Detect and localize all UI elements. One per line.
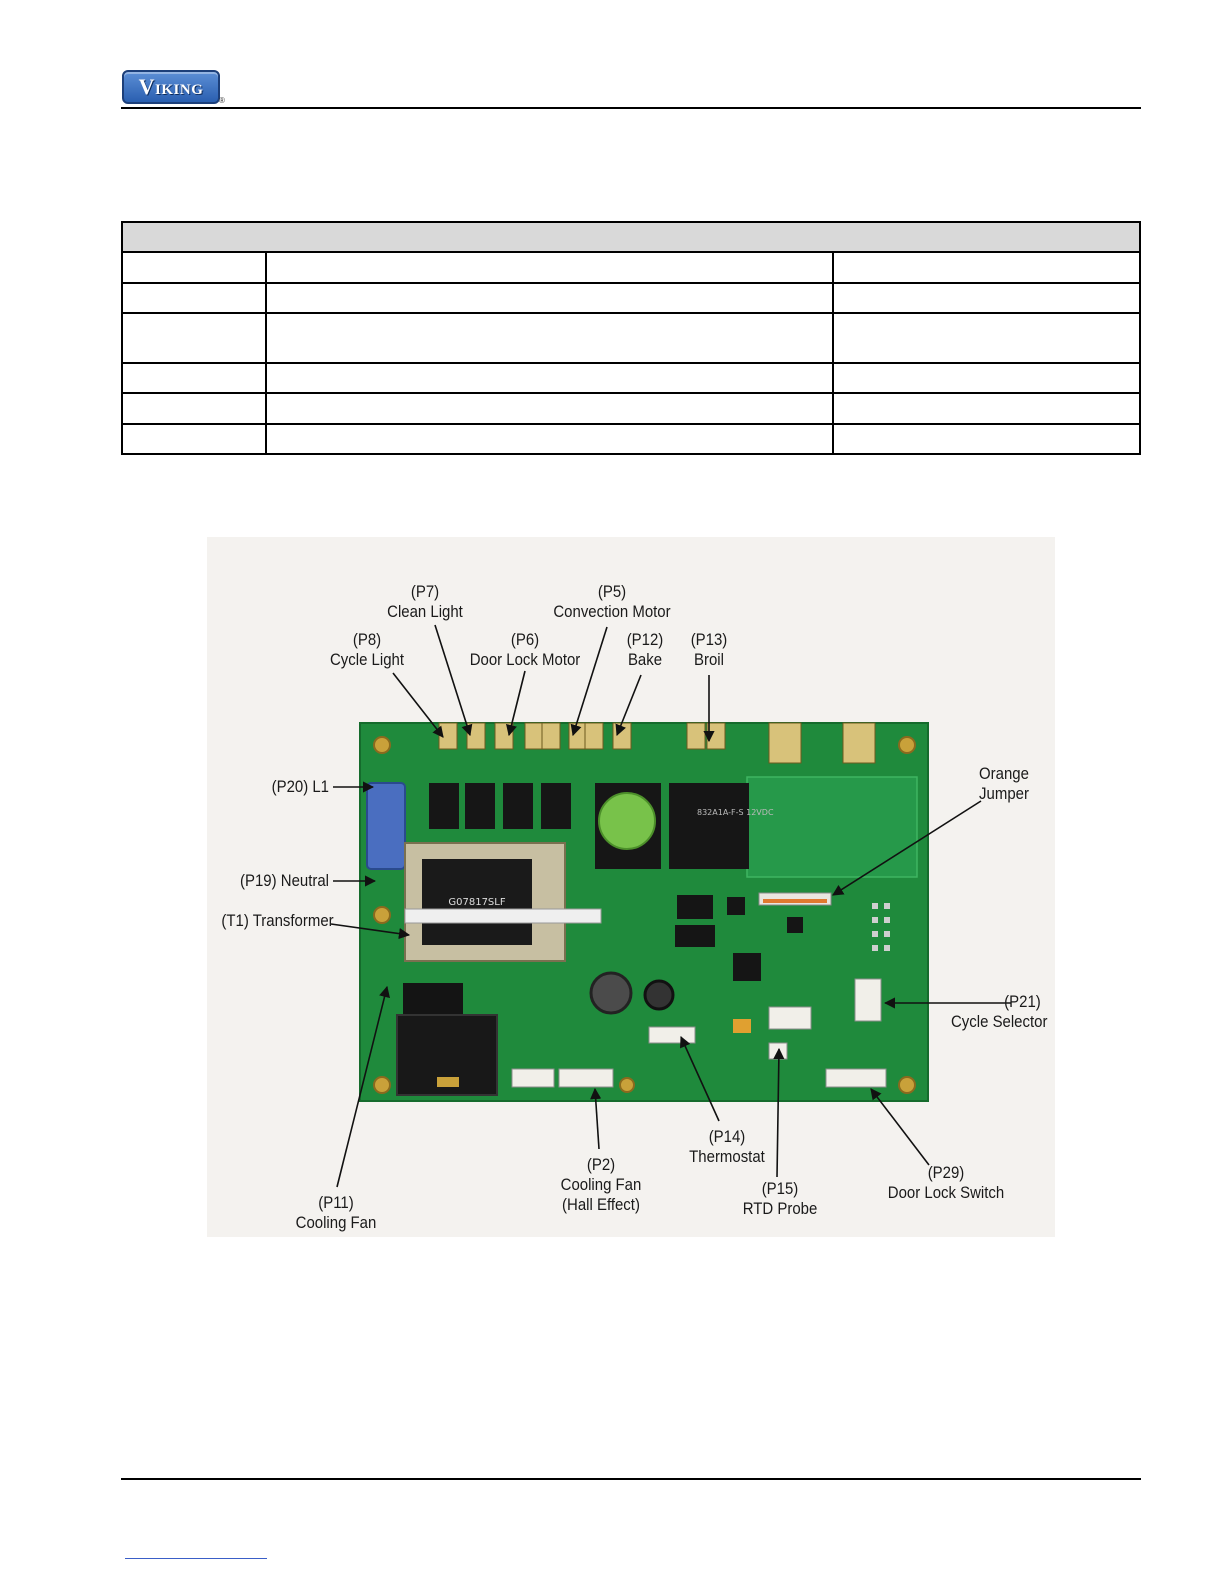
label-orange-jumper-line2: Jumper	[979, 784, 1029, 803]
label-p15-name: RTD Probe	[742, 1199, 818, 1218]
label-p6: (P6) Door Lock Motor	[463, 630, 586, 670]
label-p7: (P7) Clean Light	[372, 582, 478, 622]
label-p15: (P15) RTD Probe	[732, 1179, 829, 1219]
label-p6-code: (P6)	[510, 630, 540, 649]
label-p12-code: (P12)	[626, 630, 664, 649]
label-p29-name: Door Lock Switch	[887, 1183, 1005, 1202]
table-cell	[265, 251, 834, 284]
label-p29-code: (P29)	[927, 1163, 965, 1182]
table-row	[121, 311, 1141, 365]
label-p21: (P21) Cycle Selector	[951, 992, 1048, 1032]
table-cell	[832, 281, 1141, 314]
label-p14: (P14) Thermostat	[683, 1127, 771, 1167]
label-p13-name: Broil	[694, 650, 724, 669]
label-p14-name: Thermostat	[689, 1147, 765, 1166]
table-row	[121, 392, 1141, 425]
table-row	[121, 422, 1141, 456]
label-p2-name-line2: (Hall Effect)	[562, 1195, 640, 1214]
label-p7-name: Clean Light	[387, 602, 463, 621]
registered-mark: ®	[219, 96, 225, 105]
label-p11-code: (P11)	[318, 1193, 354, 1212]
table-cell	[832, 392, 1141, 425]
table-cell	[832, 251, 1141, 284]
control-board-illustration: 832A1A-F-S 12VDC G07817SLF	[330, 624, 1011, 1188]
transformer-part: G07817SLF	[448, 897, 505, 908]
logo-text: Viking	[138, 74, 204, 99]
table-cell	[121, 422, 267, 456]
relay-marking: 832A1A-F-S 12VDC	[697, 808, 774, 817]
header-rule	[121, 107, 1141, 109]
label-p2-code: (P2)	[586, 1155, 616, 1174]
footer-rule	[121, 1478, 1141, 1480]
label-p11: (P11) Cooling Fan	[288, 1193, 385, 1233]
control-board-photo: 832A1A-F-S 12VDC G07817SLF	[207, 537, 1055, 1237]
table-cell	[832, 422, 1141, 456]
label-p6-name: Door Lock Motor	[469, 650, 581, 669]
label-orange-jumper: Orange Jumper	[964, 764, 1043, 804]
label-p12-name: Bake	[627, 650, 663, 669]
table-cell	[121, 281, 267, 314]
table-cell	[121, 311, 267, 365]
table-cell	[265, 311, 834, 365]
label-p20: (P20) L1	[271, 777, 329, 796]
table-cell	[265, 392, 834, 425]
table-cell	[121, 392, 267, 425]
table-cell	[121, 251, 267, 284]
table-cell	[265, 281, 834, 314]
label-p2-name-line1: Cooling Fan	[560, 1175, 642, 1194]
footer-link-underline[interactable]	[125, 1558, 267, 1559]
table-cell	[265, 362, 834, 395]
label-p13-code: (P13)	[690, 630, 728, 649]
table-row	[121, 281, 1141, 314]
table-header-bar	[121, 220, 1141, 254]
label-p2: (P2) Cooling Fan (Hall Effect)	[550, 1155, 652, 1215]
label-orange-jumper-line1: Orange	[979, 764, 1029, 783]
table-row	[121, 362, 1141, 395]
label-t1: (T1) Transformer	[221, 911, 334, 930]
table-cell	[121, 362, 267, 395]
label-p19: (P19) Neutral	[240, 871, 329, 890]
table-cell	[832, 311, 1141, 365]
label-p12: (P12) Bake	[619, 630, 672, 670]
label-p11-name: Cooling Fan	[295, 1213, 377, 1232]
label-p15-code: (P15)	[761, 1179, 799, 1198]
spec-table	[121, 220, 1141, 456]
label-p5: (P5) Convection Motor	[546, 582, 678, 622]
label-p5-name: Convection Motor	[553, 602, 671, 621]
label-p8: (P8) Cycle Light	[323, 630, 411, 670]
label-p7-code: (P7)	[410, 582, 440, 601]
label-p5-code: (P5)	[597, 582, 627, 601]
label-p21-code: (P21)	[1004, 992, 1041, 1011]
table-cell	[832, 362, 1141, 395]
label-p13: (P13) Broil	[683, 630, 736, 670]
label-p21-name: Cycle Selector	[951, 1012, 1048, 1031]
label-p29: (P29) Door Lock Switch	[880, 1163, 1012, 1203]
viking-logo: Viking	[122, 70, 220, 104]
capacitor	[366, 782, 406, 870]
table-row	[121, 251, 1141, 284]
label-p8-name: Cycle Light	[329, 650, 405, 669]
label-p14-code: (P14)	[708, 1127, 746, 1146]
label-p8-code: (P8)	[352, 630, 382, 649]
table-cell	[265, 422, 834, 456]
